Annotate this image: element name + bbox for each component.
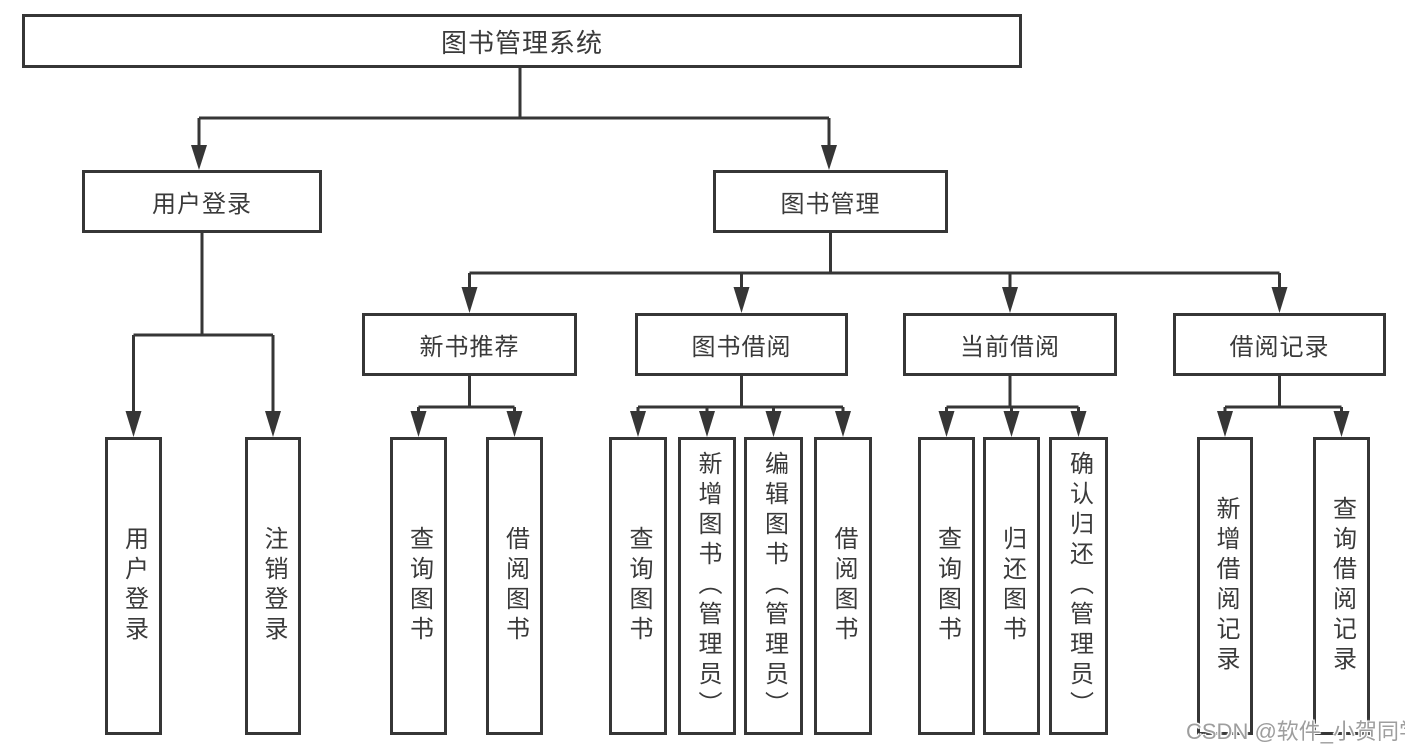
node-label: 借阅图书 bbox=[830, 526, 857, 646]
node-label: 新书推荐 bbox=[419, 334, 520, 361]
node-book-borrowing: 图书借阅 bbox=[635, 313, 848, 376]
leaf-user-login: 用户登录 bbox=[105, 437, 162, 735]
node-label: 当前借阅 bbox=[960, 334, 1060, 361]
node-label: 确认归还（管理员） bbox=[1065, 451, 1093, 721]
leaf-query-books: 查询图书 bbox=[609, 437, 667, 735]
node-label: 图书借阅 bbox=[691, 334, 792, 361]
node-label: 用户登录 bbox=[152, 191, 252, 218]
node-label: 图书管理系统 bbox=[440, 27, 603, 58]
node-user-login-branch: 用户登录 bbox=[82, 170, 322, 233]
leaf-borrow-books: 借阅图书 bbox=[814, 437, 872, 735]
node-label: 查询借阅记录 bbox=[1328, 496, 1356, 676]
leaf-query-books: 查询图书 bbox=[918, 437, 975, 735]
leaf-return-books: 归还图书 bbox=[983, 437, 1040, 735]
leaf-query-books: 查询图书 bbox=[390, 437, 447, 735]
node-label: 注销登录 bbox=[260, 526, 287, 646]
leaf-add-books-admin: 新增图书（管理员） bbox=[678, 437, 736, 735]
leaf-add-borrow-record: 新增借阅记录 bbox=[1197, 437, 1253, 735]
leaf-edit-books-admin: 编辑图书（管理员） bbox=[744, 437, 803, 735]
node-label: 借阅记录 bbox=[1229, 334, 1330, 361]
node-borrowing-records: 借阅记录 bbox=[1173, 313, 1386, 376]
node-label: 图书管理 bbox=[780, 191, 881, 218]
node-label: 查询图书 bbox=[405, 526, 433, 646]
leaf-borrow-books: 借阅图书 bbox=[486, 437, 543, 735]
node-current-borrowing: 当前借阅 bbox=[903, 313, 1117, 376]
node-label: 借阅图书 bbox=[501, 526, 529, 646]
node-library-management-system: 图书管理系统 bbox=[22, 14, 1022, 68]
node-label: 新增图书（管理员） bbox=[694, 451, 721, 721]
node-label: 用户登录 bbox=[120, 526, 148, 646]
leaf-query-borrow-record: 查询借阅记录 bbox=[1313, 437, 1370, 735]
leaf-confirm-return-admin: 确认归还（管理员） bbox=[1049, 437, 1108, 735]
node-label: 查询图书 bbox=[625, 526, 652, 646]
node-label: 编辑图书（管理员） bbox=[760, 451, 788, 721]
node-new-book-recommendation: 新书推荐 bbox=[362, 313, 577, 376]
node-book-management-branch: 图书管理 bbox=[713, 170, 948, 233]
node-label: 查询图书 bbox=[933, 526, 961, 646]
csdn-watermark: CSDN @软件_小贺同学 bbox=[1186, 719, 1405, 744]
node-label: 归还图书 bbox=[998, 526, 1026, 646]
leaf-logout: 注销登录 bbox=[245, 437, 301, 735]
node-label: 新增借阅记录 bbox=[1212, 496, 1239, 676]
